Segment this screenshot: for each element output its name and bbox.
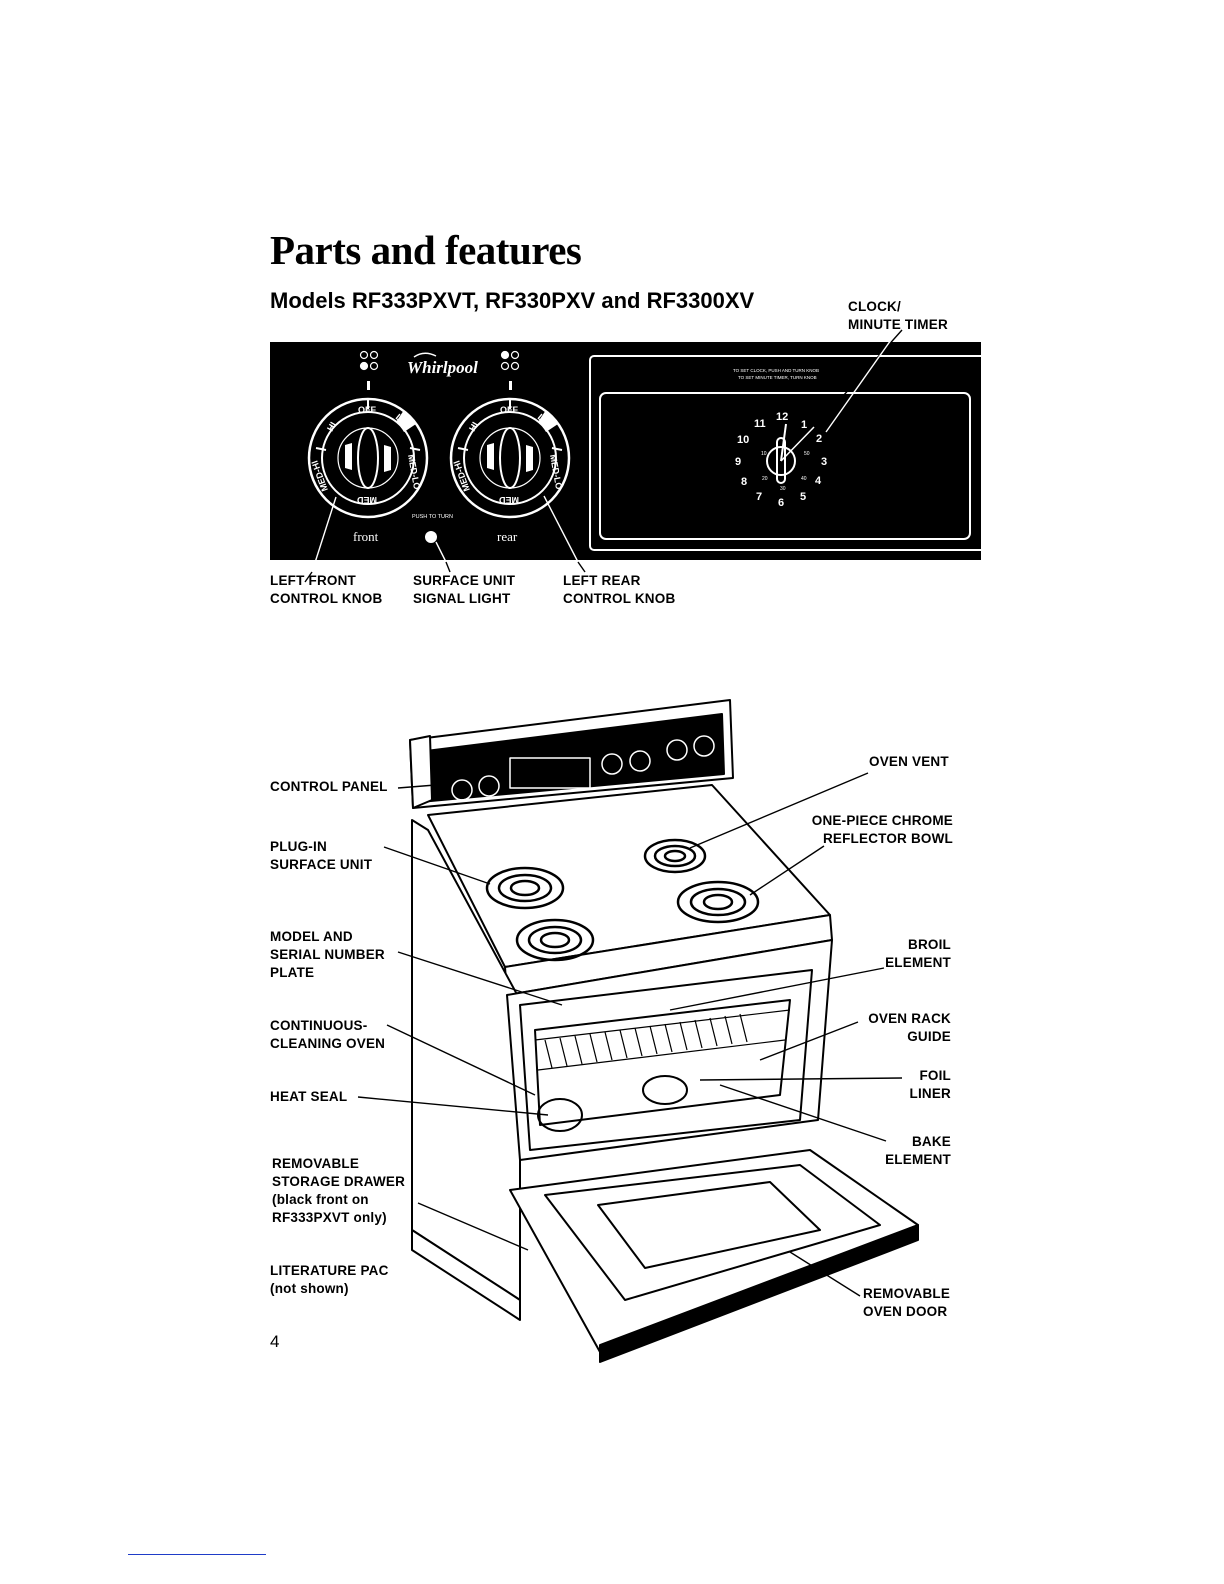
range-control-panel [417,713,725,803]
rear-med-mark: MED [499,495,520,505]
clock-instruction-1: TO SET CLOCK, PUSH AND TURN KNOB [733,368,819,373]
clock-window [599,392,971,540]
front-medlo-mark: MED-LO [406,454,422,491]
control-panel-background [270,342,981,560]
front-off-mark: OFF [358,405,376,415]
label-literature-pac: LITERATURE PAC(not shown) [270,1263,389,1296]
label-heat-seal: HEAT SEAL [270,1089,348,1104]
left-front-knob-label: LEFT FRONT CONTROL KNOB [270,573,383,606]
front-medhi-mark: MED-HI [310,459,330,492]
clock-number-5: 5 [800,491,806,503]
left-rear-knob-label: LEFT REAR CONTROL KNOB [563,573,676,606]
label-control-panel: CONTROL PANEL [270,779,388,794]
signal-light-leader-line [445,561,451,573]
clock-number-1: 1 [801,419,807,431]
timer-mark-30: 30 [780,486,786,492]
rear-medlo-mark: MED-LO [548,454,564,491]
timer-mark-40: 40 [801,476,807,482]
rear-medhi-mark: MED-HI [452,459,472,492]
clock-number-11: 11 [754,418,766,430]
label-continuous-cleaning-oven: CONTINUOUS-CLEANING OVEN [270,1018,386,1051]
rear-caption: rear [497,529,518,544]
rear-lo-mark: LO [536,412,552,428]
clock-number-3: 3 [821,456,827,468]
signal-light-label: SURFACE UNIT SIGNAL LIGHT [413,573,516,606]
rear-hi-mark: HI [467,420,480,433]
timer-mark-50: 50 [804,451,810,457]
clock-number-4: 4 [815,475,822,487]
rear-off-mark: OFF [500,405,518,415]
whirlpool-logo: Whirlpool [407,358,478,377]
label-oven-vent: OVEN VENT [869,754,949,769]
front-med-mark: MED [357,495,378,505]
page-subtitle: Models RF333PXVT, RF330PXV and RF3300XV [270,288,755,313]
timer-mark-20: 20 [762,476,768,482]
clock-number-8: 8 [741,476,747,488]
range-leader-lines [357,772,903,1297]
footer-rule [128,1554,266,1555]
clock-number-9: 9 [735,456,741,468]
clock-instruction-2: TO SET MINUTE TIMER, TURN KNOB [738,375,817,380]
page-number: 4 [270,1332,280,1351]
clock-dial [766,423,815,484]
clock-leader-line [817,329,903,425]
clock-panel-frame [589,355,986,551]
clock-number-10: 10 [737,434,749,446]
timer-mark-10: 10 [761,451,767,457]
page-title: Parts and features [270,227,582,273]
clock-number-6: 6 [778,497,784,509]
clock-number-7: 7 [756,491,762,503]
front-lo-mark: LO [394,412,410,428]
left-rear-leader-line [577,561,586,573]
signal-light [425,531,437,543]
front-indicator-dots [359,350,379,371]
clock-timer-label: CLOCK/ MINUTE TIMER [848,299,948,332]
clock-number-2: 2 [816,433,822,445]
left-front-knob-dial [307,397,429,519]
rear-indicator-dots [500,350,520,371]
clock-number-12: 12 [776,411,788,423]
left-rear-knob-dial [449,397,571,519]
push-to-turn-text: PUSH TO TURN [412,514,453,520]
front-caption: front [353,529,379,544]
front-hi-mark: HI [325,420,338,433]
